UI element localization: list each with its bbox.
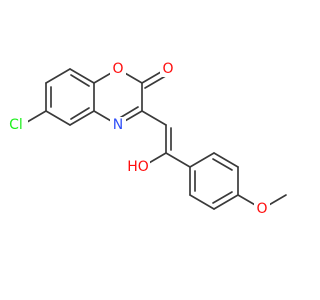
bond	[212, 191, 233, 204]
label-mask	[110, 61, 126, 77]
label-mask	[110, 117, 126, 133]
bond	[70, 107, 90, 120]
bond	[165, 152, 191, 168]
bond	[213, 152, 239, 168]
atom-labels: O O N Cl HO O	[4, 61, 270, 217]
methoxy-oxygen-label: O	[256, 201, 267, 217]
hydroxyl-label: HO	[127, 159, 149, 175]
bond	[189, 152, 215, 168]
bond	[69, 110, 95, 126]
bond	[189, 194, 215, 210]
label-mask	[126, 159, 150, 175]
bond	[70, 74, 90, 87]
label-mask	[160, 61, 176, 77]
chlorine-label: Cl	[9, 117, 23, 133]
bond	[45, 68, 71, 84]
ring-nitrogen-label: N	[113, 117, 123, 133]
chemical-structure-diagram: O O N Cl HO O	[4, 61, 287, 217]
carbonyl-oxygen-label: O	[162, 61, 173, 77]
bond	[45, 110, 71, 126]
bond	[212, 158, 233, 171]
label-mask	[254, 201, 270, 217]
bond	[141, 110, 167, 126]
bond	[213, 194, 239, 210]
bond-lines	[21, 68, 287, 210]
label-mask	[4, 117, 28, 133]
bond	[69, 68, 95, 84]
ring-oxygen-label: O	[112, 61, 123, 77]
